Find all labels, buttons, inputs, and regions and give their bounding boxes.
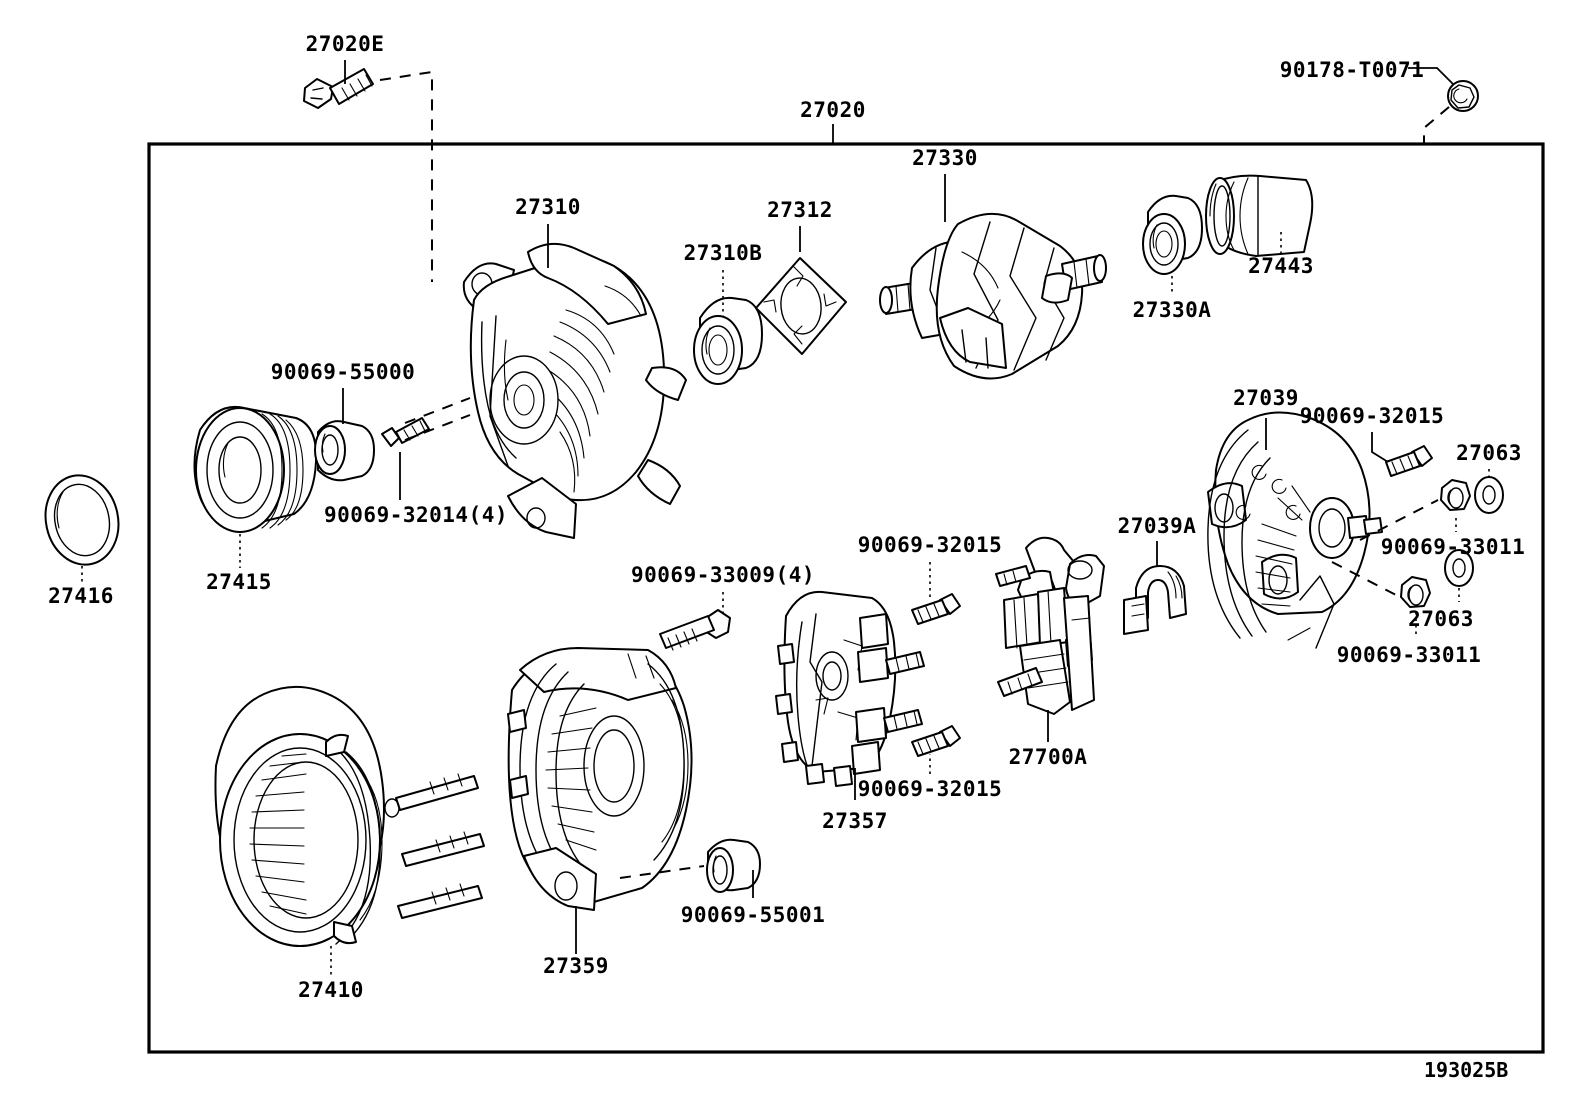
- part-27039: [1207, 411, 1383, 649]
- callout-90069-32014: 90069-32014(4): [323, 503, 509, 527]
- part-27416: [44, 474, 120, 566]
- assembly-line-90178: [1423, 106, 1450, 145]
- callout-90069-55000: 90069-55000: [270, 360, 416, 384]
- callout-27020: 27020: [800, 98, 866, 122]
- callout-90069-32015-rect-upper: 90069-32015: [857, 533, 1003, 557]
- leader-90178-T0071: [1408, 67, 1454, 85]
- part-27357: [775, 590, 925, 787]
- assembly-line-55001: [619, 865, 705, 879]
- callout-27700A: 27700A: [1008, 745, 1088, 769]
- callout-90069-33011-upper: 90069-33011: [1380, 535, 1526, 559]
- callout-90069-55001: 90069-55001: [680, 903, 826, 927]
- part-90069-33011-upper: [1440, 479, 1471, 511]
- callout-90069-33011-lower: 90069-33011: [1336, 643, 1482, 667]
- part-90069-33011-lower: [1400, 576, 1431, 608]
- callout-27443: 27443: [1248, 254, 1314, 278]
- part-27063-upper: [1474, 476, 1504, 514]
- callout-27020E: 27020E: [305, 32, 385, 56]
- callout-27330A: 27330A: [1132, 298, 1212, 322]
- part-27310B: [693, 296, 763, 385]
- drawing-number: 193025B: [1424, 1058, 1509, 1082]
- part-27063-lower: [1444, 549, 1474, 587]
- part-90069-55000: [314, 420, 375, 482]
- callout-90069-33009: 90069-33009(4): [630, 563, 816, 587]
- callout-27039A: 27039A: [1117, 514, 1197, 538]
- part-27330A: [1142, 194, 1203, 275]
- callout-27357: 27357: [822, 809, 888, 833]
- part-90069-55001: [706, 838, 761, 893]
- callout-27039: 27039: [1233, 386, 1299, 410]
- callout-27310: 27310: [515, 195, 581, 219]
- part-27359: [507, 647, 693, 911]
- part-27330: [879, 213, 1107, 380]
- callout-27415: 27415: [206, 570, 272, 594]
- part-27039A: [1123, 565, 1187, 635]
- callout-27410: 27410: [298, 978, 364, 1002]
- part-27700A: [995, 536, 1105, 715]
- part-27310: [462, 242, 687, 539]
- part-27312: [755, 257, 847, 355]
- part-90069-32015-rect-upper: [911, 593, 961, 625]
- leader-90069-32015-upper: [1371, 432, 1389, 463]
- part-90178-T0071: [1447, 80, 1479, 112]
- assembly-line-33011-upper: [1359, 499, 1439, 541]
- assembly-line-27020E: [379, 70, 433, 282]
- callout-27416: 27416: [48, 584, 114, 608]
- callout-90069-32015-upper: 90069-32015: [1299, 404, 1445, 428]
- assembly-line-33011-lower: [1331, 561, 1399, 597]
- part-27410: [214, 685, 485, 947]
- part-27443: [1205, 174, 1314, 257]
- callout-27330: 27330: [912, 146, 978, 170]
- callout-90069-32015-rect-lower: 90069-32015: [857, 777, 1003, 801]
- callout-27312: 27312: [767, 198, 833, 222]
- part-27020E: [303, 68, 374, 109]
- part-90069-33009: [659, 609, 731, 651]
- part-90069-32015-upper: [1385, 445, 1433, 477]
- part-90069-32015-rect-lower: [911, 725, 961, 757]
- part-27415: [193, 406, 318, 533]
- callout-27063-upper: 27063: [1456, 441, 1522, 465]
- diagram-frame: [147, 142, 1545, 1054]
- callout-90178-T0071: 90178-T0071: [1279, 58, 1425, 82]
- callout-27359: 27359: [543, 954, 609, 978]
- callout-27063-lower: 27063: [1408, 607, 1474, 631]
- callout-27310B: 27310B: [683, 241, 763, 265]
